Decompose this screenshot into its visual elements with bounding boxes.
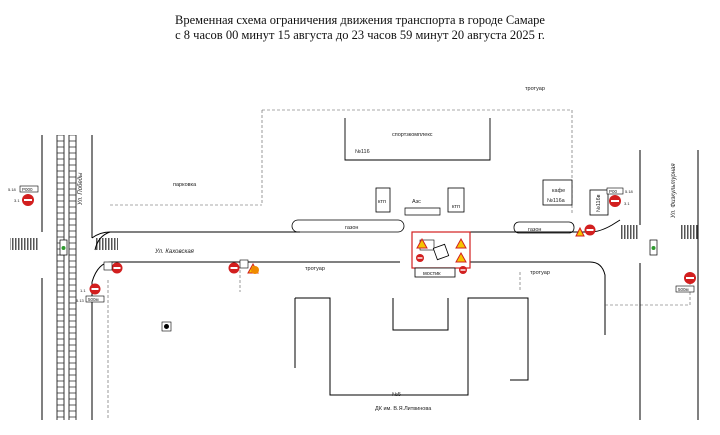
sign-code-31b: 3.1: [624, 201, 630, 206]
crosswalk-right: [620, 225, 638, 239]
label-bld-116v: №116в: [596, 194, 602, 212]
label-st-kakhovskaya: Ул. Каховская: [154, 249, 195, 255]
sign-code-518-b: 5.18: [625, 189, 634, 194]
label-bld-5: №5: [392, 392, 401, 398]
label-ktp-2: ктп: [452, 204, 460, 210]
sign-plates: [19, 185, 695, 303]
diagram-title-line1: Временная схема ограничения движения тра…: [175, 13, 545, 27]
crosswalk-right-2: [680, 225, 698, 239]
street-kakhovskaya: [91, 219, 621, 335]
crosswalk-left: [10, 238, 38, 250]
label-cafe: кафе: [552, 188, 565, 194]
street-fizkultnaya: [639, 150, 699, 420]
label-bld-116a: №116а: [547, 198, 566, 204]
label-trotuar-2: тротуар: [530, 270, 550, 276]
accessibility-icon: [161, 321, 172, 332]
label-trotuar-3: тротуар: [525, 86, 545, 92]
label-parking: парковка: [173, 182, 197, 188]
traffic-light-left: [59, 239, 68, 256]
railway: [56, 135, 77, 420]
sign-code-513: 5.13: [76, 298, 85, 303]
building-5: [294, 297, 529, 396]
sign-plate-b: 500м: [678, 287, 689, 292]
label-bld-116: №116: [355, 149, 370, 155]
sign-code-31: 3.1: [14, 198, 20, 203]
label-ktp: ктп: [378, 199, 386, 205]
warning-signs-center: [416, 237, 467, 274]
small-buildings: [375, 179, 609, 216]
label-gazon-1: газон: [345, 225, 358, 231]
no-entry-signs: [22, 194, 696, 295]
label-dk: ДК им. В.Я.Литвинова: [375, 406, 432, 412]
dashed-areas: [107, 109, 691, 420]
label-st-fizkult: Ул. Физкультурная: [671, 163, 677, 219]
label-st-pobedy: Ул. Победы: [78, 172, 84, 206]
label-azs: Азс: [412, 199, 421, 205]
gas-station-canopy: [404, 207, 441, 216]
sign-plate-a: 500м: [88, 297, 99, 302]
building-sportcomplex: [344, 118, 491, 161]
sign-plate-c: P000: [22, 187, 33, 192]
warning-signs: [103, 226, 585, 274]
diagram-title-line2: с 8 часов 00 минут 15 августа до 23 часо…: [175, 28, 545, 42]
sign-code-518-a: 5.18: [8, 187, 17, 192]
crosswalk-left-2: [96, 238, 118, 250]
label-trotuar-1: тротуар: [305, 266, 325, 272]
street-pobedy: [41, 135, 93, 420]
traffic-light-right: [649, 239, 658, 256]
work-zone: [411, 231, 471, 278]
label-bridge: мостик: [423, 271, 441, 277]
lawns: [291, 219, 575, 234]
label-gazon-2: газон: [528, 227, 541, 233]
sign-plate-d: P00: [609, 189, 618, 194]
label-sportcomplex: спортзкомплекс: [392, 132, 433, 138]
sign-code-11: 1.1: [80, 288, 86, 293]
